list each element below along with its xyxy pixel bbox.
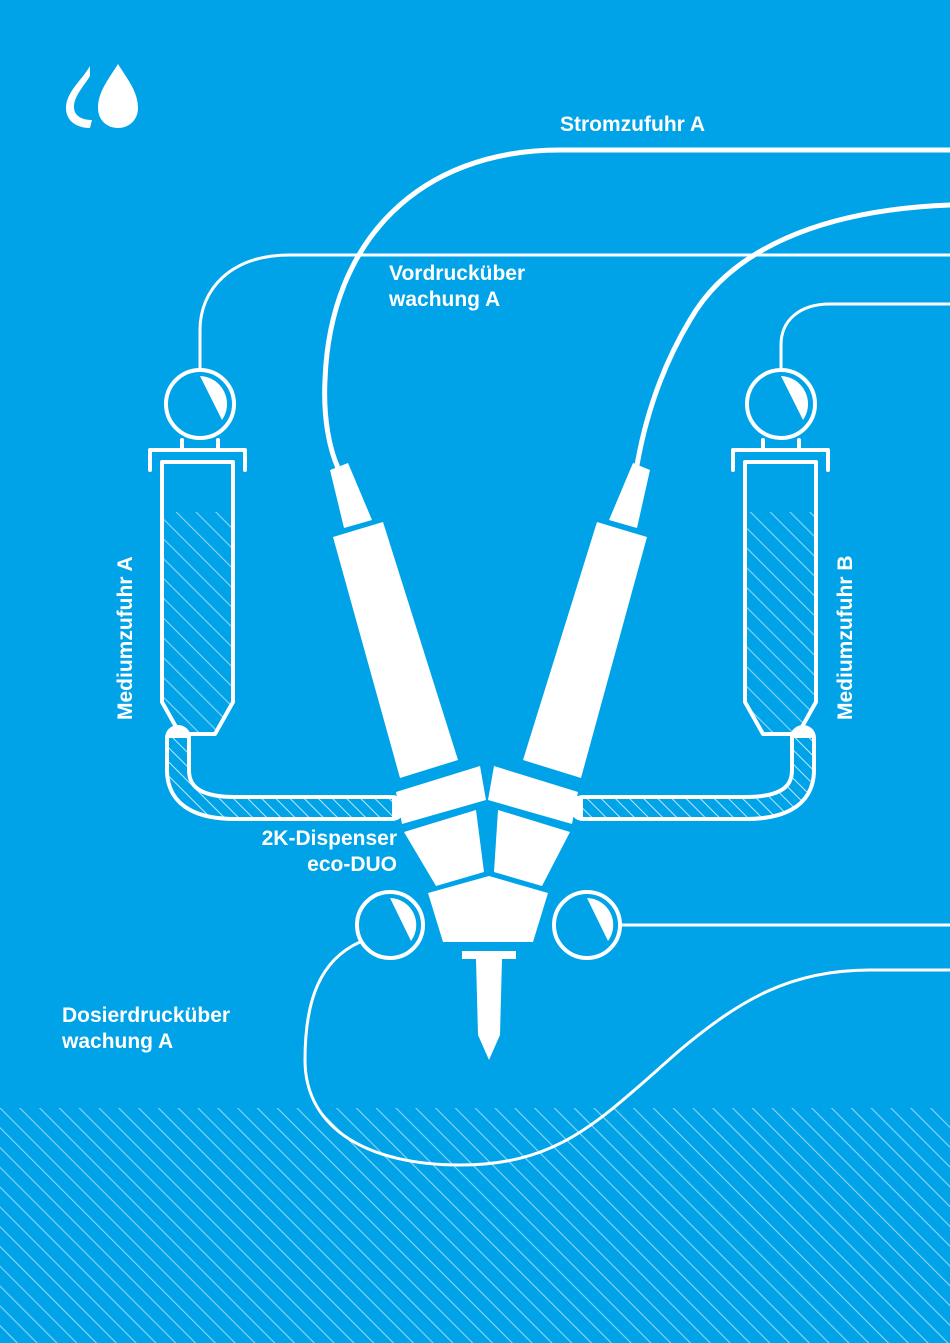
- label-dosierdruck-line2: wachung A: [61, 1030, 173, 1053]
- cartridge-a: [150, 440, 245, 734]
- cartridge-b: [733, 440, 828, 734]
- label-vordruck-line1: Vordrucküber: [389, 262, 525, 285]
- pre-pressure-line-a: [200, 255, 950, 370]
- medium-tube-a: [178, 738, 392, 808]
- label-vordruck-line2: wachung A: [388, 288, 500, 311]
- gauge-icon-pre-pressure-b: [747, 370, 815, 438]
- gauge-icon-dosing-a: [357, 892, 423, 958]
- pre-pressure-line-b: [781, 304, 950, 370]
- medium-tube-b: [583, 738, 803, 808]
- water-drops-icon: [66, 64, 138, 128]
- gauge-icon-pre-pressure-a: [166, 370, 234, 438]
- label-medium-b: Mediumzufuhr B: [834, 556, 857, 720]
- label-stromzufuhr: Stromzufuhr A: [560, 113, 705, 136]
- label-dispenser-line1: 2K-Dispenser: [262, 827, 397, 850]
- label-dispenser-line2: eco-DUO: [307, 853, 397, 876]
- label-medium-a: Mediumzufuhr A: [114, 556, 137, 720]
- power-cable-b: [637, 205, 950, 465]
- dispenser-body: [330, 463, 650, 1060]
- hatched-ground: [0, 1108, 950, 1343]
- label-dosierdruck-line1: Dosierdrucküber: [62, 1004, 230, 1027]
- gauge-icon-dosing-b: [554, 892, 620, 958]
